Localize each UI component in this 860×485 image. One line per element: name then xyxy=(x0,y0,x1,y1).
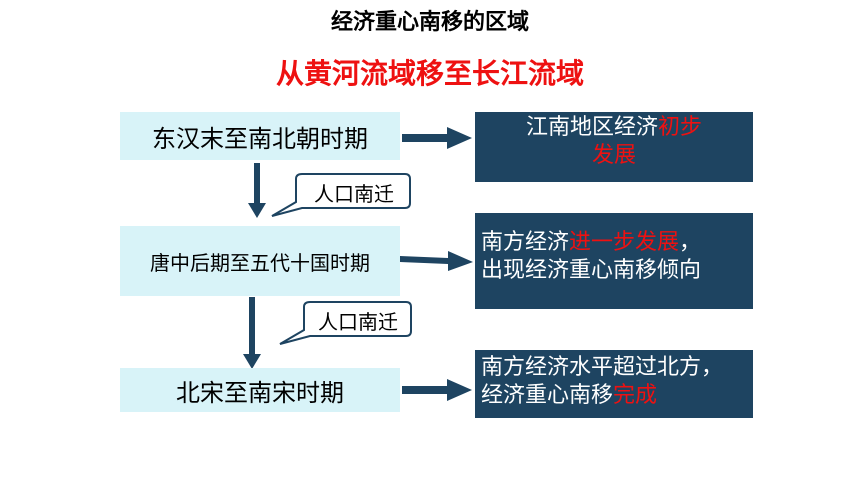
migration-label-2: 人口南迁 xyxy=(318,310,398,334)
right-arrow-2 xyxy=(400,251,473,271)
result-box-3: 南方经济水平超过北方， 经济重心南移完成 xyxy=(475,350,753,418)
migration-label-1: 人口南迁 xyxy=(314,182,394,206)
period-label-3: 北宋至南宋时期 xyxy=(176,378,344,407)
period-label-1: 东汉末至南北朝时期 xyxy=(152,124,368,153)
migration-callout-2 xyxy=(279,301,412,345)
right-arrow-1 xyxy=(402,127,472,149)
result-1-text: 江南地区经济 xyxy=(525,115,658,140)
result-2-text: 南方经济 xyxy=(481,230,570,255)
result-1-highlight-2: 发展 xyxy=(591,143,636,168)
page-title: 经济重心南移的区域 xyxy=(330,10,529,35)
result-2-punct: ， xyxy=(679,230,702,255)
result-box-1: 江南地区经济初步 发展 xyxy=(475,112,753,182)
result-3-text: 南方经济水平超过北方， xyxy=(481,355,724,380)
result-box-2: 南方经济进一步发展， 出现经济重心南移倾向 xyxy=(475,213,753,309)
right-arrow-3 xyxy=(402,379,472,401)
down-arrow-1 xyxy=(248,163,266,218)
result-3-text-2: 经济重心南移 xyxy=(481,383,614,408)
period-box-2: 唐中后期至五代十国时期 xyxy=(120,226,400,296)
period-box-1: 东汉末至南北朝时期 xyxy=(120,112,400,160)
period-box-3: 北宋至南宋时期 xyxy=(120,368,400,412)
result-2-highlight: 进一步发展 xyxy=(569,230,680,255)
result-1-highlight: 初步 xyxy=(658,115,703,140)
page-subtitle: 从黄河流域移至长江流域 xyxy=(275,57,584,90)
down-arrow-2 xyxy=(243,297,261,369)
result-2-text-2: 出现经济重心南移倾向 xyxy=(481,258,702,283)
migration-callout-1 xyxy=(271,173,411,217)
result-3-highlight: 完成 xyxy=(613,383,658,408)
period-label-2: 唐中后期至五代十国时期 xyxy=(150,250,370,275)
